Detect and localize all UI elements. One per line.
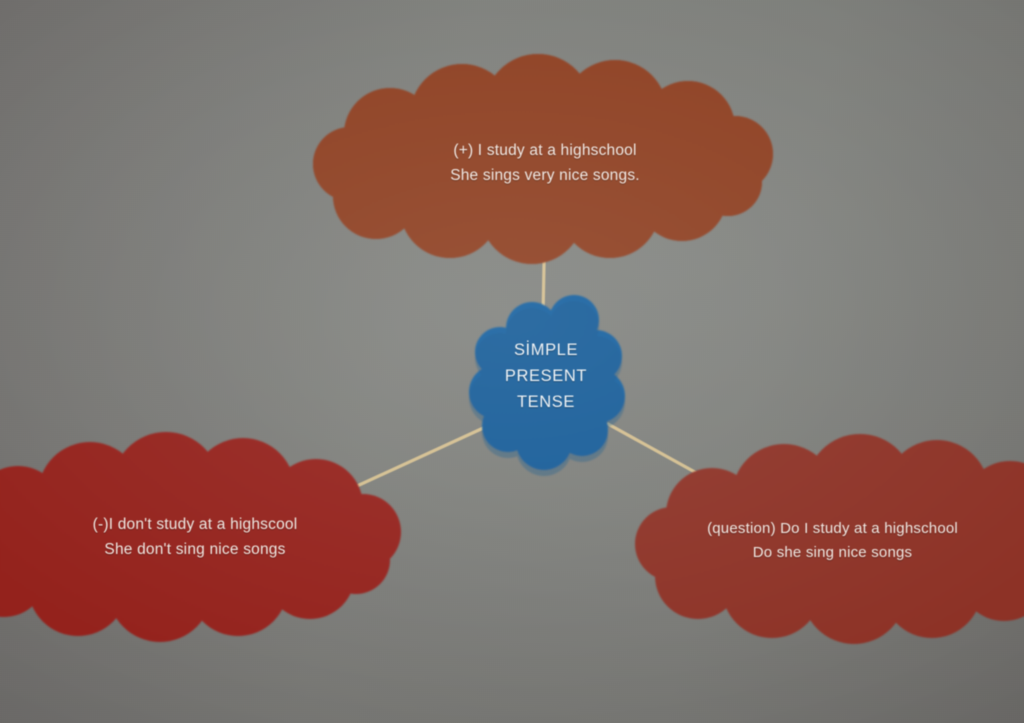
mind-map-poster: (+) I study at a highschool She sings ve… <box>0 0 1024 723</box>
photo-vignette <box>0 0 1024 723</box>
